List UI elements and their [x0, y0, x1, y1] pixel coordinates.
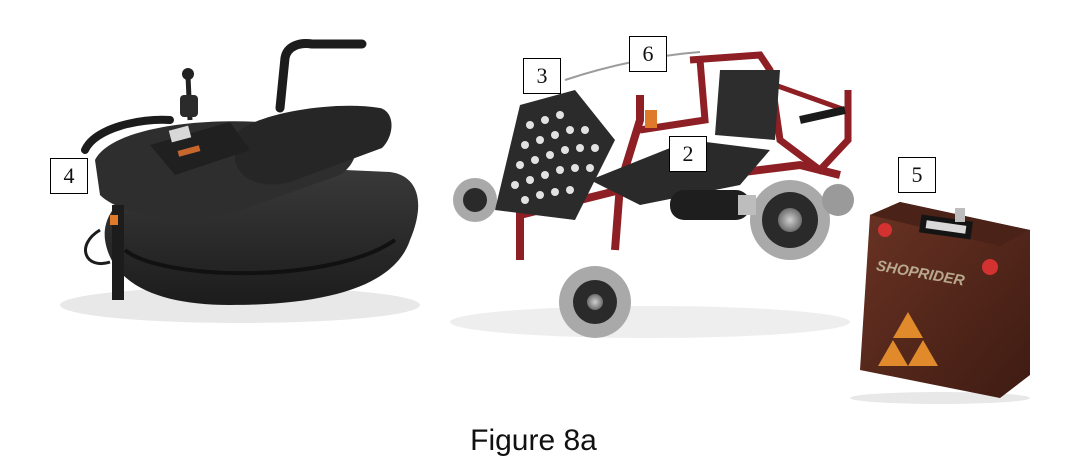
callout-number: 4	[63, 163, 75, 188]
callout-label-3: 3	[523, 58, 561, 94]
callout-label-4: 4	[50, 158, 88, 194]
callout-number: 5	[911, 162, 923, 187]
power-base	[450, 51, 854, 338]
callout-number: 2	[682, 141, 694, 166]
callout-number: 6	[642, 41, 654, 66]
callout-label-2: 2	[669, 136, 707, 172]
figure-caption: Figure 8a	[470, 424, 597, 457]
battery-box: SHOPRIDER	[850, 202, 1030, 404]
callout-label-5: 5	[898, 157, 936, 193]
callout-number: 3	[536, 63, 548, 88]
seat-assembly	[60, 39, 420, 323]
callout-label-6: 6	[629, 36, 667, 72]
footplate-mesh	[495, 90, 615, 220]
